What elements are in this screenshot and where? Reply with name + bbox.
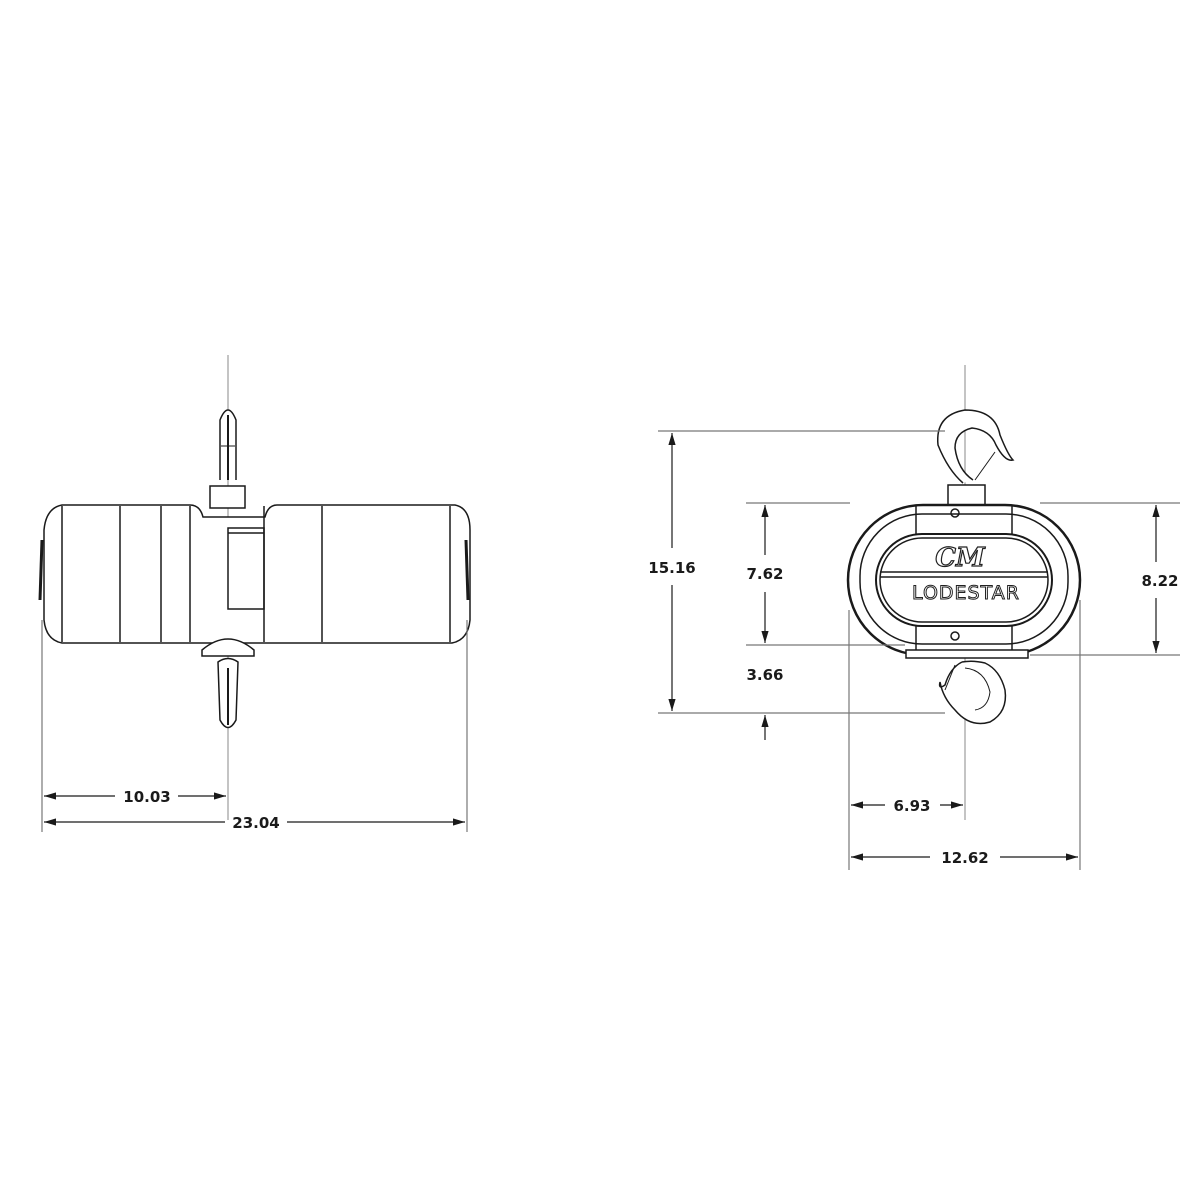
dim-hook-center-front: 6.93 [893, 797, 930, 815]
dim-hook-center-side: 10.03 [123, 788, 170, 806]
front-view [846, 365, 1082, 820]
dim-body-height: 8.22 [1141, 572, 1178, 590]
hoist-body-front [846, 503, 1082, 659]
bottom-hook-side-icon [201, 638, 255, 729]
model-name: LODESTAR [912, 582, 1020, 604]
side-view [38, 355, 471, 820]
top-bolt-icon [950, 508, 960, 518]
front-view-dimensions [658, 430, 1180, 870]
bottom-bolt-icon [950, 631, 960, 641]
dim-overall-height: 15.16 [648, 559, 695, 577]
top-hook-icon [937, 409, 1015, 507]
hoist-body-side [38, 504, 471, 644]
dim-body-height-lower: 7.62 [746, 565, 783, 583]
bottom-hook-icon [938, 660, 1007, 725]
top-suspension-hook-icon [209, 409, 246, 509]
dim-overall-length: 23.04 [232, 814, 279, 832]
side-view-dimensions [41, 620, 468, 832]
dim-overall-width: 12.62 [941, 849, 988, 867]
brand-logo: CM [935, 543, 986, 573]
dim-bottom-hook-drop: 3.66 [746, 666, 783, 684]
